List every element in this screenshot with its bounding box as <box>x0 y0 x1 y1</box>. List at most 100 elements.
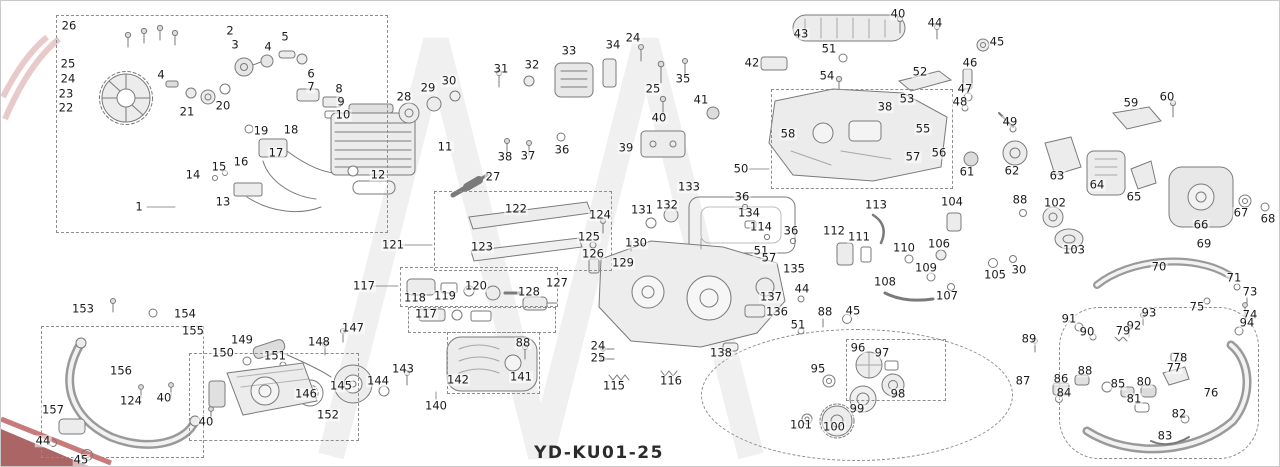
part-number-128: 128 <box>517 284 541 299</box>
part-number-66: 66 <box>1192 217 1210 232</box>
part-number-33: 33 <box>560 43 578 58</box>
part-number-146: 146 <box>294 386 318 401</box>
part-number-99: 99 <box>848 401 866 416</box>
part-number-83: 83 <box>1156 428 1174 443</box>
part-number-77: 77 <box>1165 360 1183 375</box>
part-number-1: 1 <box>134 199 144 214</box>
part-number-88: 88 <box>514 335 532 350</box>
part-number-56: 56 <box>930 145 948 160</box>
brake-cover-parts-drawing <box>1002 99 1270 228</box>
part-number-58: 58 <box>779 126 797 141</box>
part-number-82: 82 <box>1170 406 1188 421</box>
part-number-50: 50 <box>732 161 750 176</box>
part-number-106: 106 <box>927 236 951 251</box>
part-number-8: 8 <box>334 81 344 96</box>
part-number-43: 43 <box>792 26 810 41</box>
part-number-48: 48 <box>951 94 969 109</box>
part-number-49: 49 <box>1001 114 1019 129</box>
part-number-44: 44 <box>34 433 52 448</box>
part-number-109: 109 <box>914 260 938 275</box>
part-number-31: 31 <box>492 61 510 76</box>
part-number-152: 152 <box>316 407 340 422</box>
part-number-32: 32 <box>523 57 541 72</box>
part-number-118: 118 <box>403 290 427 305</box>
assembly-group-box <box>701 329 1013 461</box>
part-number-18: 18 <box>282 122 300 137</box>
part-number-92: 92 <box>1125 318 1143 333</box>
part-number-16: 16 <box>232 154 250 169</box>
part-number-30: 30 <box>1010 262 1028 277</box>
part-number-40: 40 <box>155 390 173 405</box>
part-number-81: 81 <box>1125 391 1143 406</box>
part-number-25: 25 <box>59 56 77 71</box>
part-number-20: 20 <box>214 98 232 113</box>
part-number-64: 64 <box>1088 177 1106 192</box>
part-number-4: 4 <box>156 67 166 82</box>
part-number-34: 34 <box>604 37 622 52</box>
part-number-114: 114 <box>749 219 773 234</box>
part-number-94: 94 <box>1238 315 1256 330</box>
part-number-45: 45 <box>844 303 862 318</box>
cylinder-drawing <box>330 103 416 195</box>
part-number-36: 36 <box>733 189 751 204</box>
part-number-5: 5 <box>280 29 290 44</box>
part-number-155: 155 <box>181 323 205 338</box>
part-number-57: 57 <box>760 250 778 265</box>
assembly-group-box <box>434 191 612 271</box>
part-number-95: 95 <box>809 361 827 376</box>
part-number-149: 149 <box>230 332 254 347</box>
part-number-61: 61 <box>958 164 976 179</box>
part-number-38: 38 <box>496 149 514 164</box>
part-number-45: 45 <box>988 34 1006 49</box>
part-number-137: 137 <box>759 289 783 304</box>
part-number-103: 103 <box>1062 242 1086 257</box>
side-plate-drawing <box>208 362 318 416</box>
part-number-46: 46 <box>961 55 979 70</box>
part-number-74: 74 <box>1241 307 1259 322</box>
part-number-153: 153 <box>71 301 95 316</box>
part-number-96: 96 <box>849 340 867 355</box>
part-number-93: 93 <box>1140 305 1158 320</box>
part-number-117: 117 <box>414 306 438 321</box>
part-number-23: 23 <box>57 86 75 101</box>
muffler-drawing <box>554 44 688 98</box>
part-number-36: 36 <box>553 142 571 157</box>
watermark-logo <box>1 34 61 121</box>
part-number-65: 65 <box>1125 189 1143 204</box>
part-number-86: 86 <box>1052 371 1070 386</box>
part-number-29: 29 <box>419 80 437 95</box>
crankshaft-drawing <box>234 50 308 77</box>
part-number-54: 54 <box>818 68 836 83</box>
part-number-116: 116 <box>659 373 683 388</box>
part-number-129: 129 <box>611 255 635 270</box>
part-number-157: 157 <box>41 402 65 417</box>
part-number-42: 42 <box>743 55 761 70</box>
part-number-60: 60 <box>1158 89 1176 104</box>
part-number-125: 125 <box>577 229 601 244</box>
part-number-102: 102 <box>1043 195 1067 210</box>
part-number-145: 145 <box>329 378 353 393</box>
part-number-21: 21 <box>178 104 196 119</box>
part-number-88: 88 <box>1076 363 1094 378</box>
part-number-140: 140 <box>424 398 448 413</box>
part-number-90: 90 <box>1078 324 1096 339</box>
part-number-107: 107 <box>935 288 959 303</box>
part-number-70: 70 <box>1150 259 1168 274</box>
part-number-79: 79 <box>1114 323 1132 338</box>
assembly-group-box <box>189 353 359 441</box>
part-number-28: 28 <box>395 89 413 104</box>
part-number-38: 38 <box>876 99 894 114</box>
part-number-19: 19 <box>252 123 270 138</box>
part-number-40: 40 <box>197 414 215 429</box>
part-number-130: 130 <box>624 235 648 250</box>
part-number-51: 51 <box>820 41 838 56</box>
part-number-10: 10 <box>334 107 352 122</box>
part-number-113: 113 <box>864 197 888 212</box>
assembly-group-box <box>447 332 540 394</box>
part-number-51: 51 <box>789 317 807 332</box>
part-number-53: 53 <box>898 91 916 106</box>
part-number-59: 59 <box>1122 95 1140 110</box>
flywheel-assembly-drawing <box>99 24 231 125</box>
